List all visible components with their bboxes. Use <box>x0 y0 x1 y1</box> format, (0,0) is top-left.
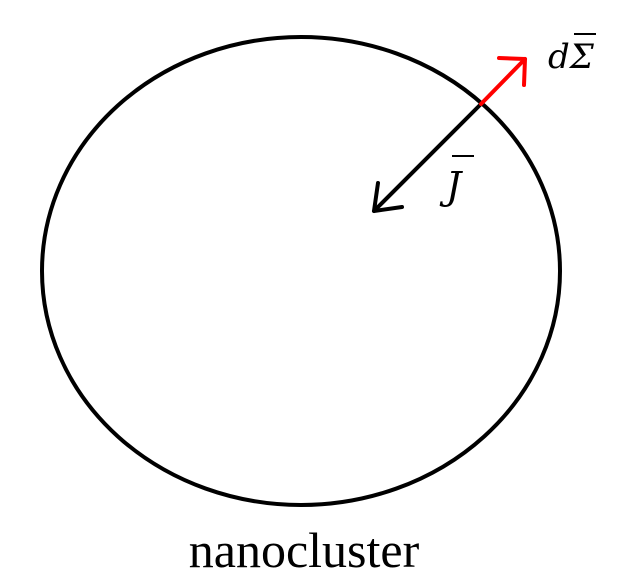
current-density-arrow <box>372 102 483 213</box>
surface-normal-arrow <box>479 56 527 106</box>
nanocluster-boundary <box>40 35 562 507</box>
diagram-caption: nanocluster <box>189 522 420 577</box>
current-label-text: J <box>439 164 463 208</box>
surface-element-label: dΣ <box>548 33 596 77</box>
surface-label-text: dΣ <box>548 37 595 77</box>
current-density-label: J <box>439 155 474 208</box>
